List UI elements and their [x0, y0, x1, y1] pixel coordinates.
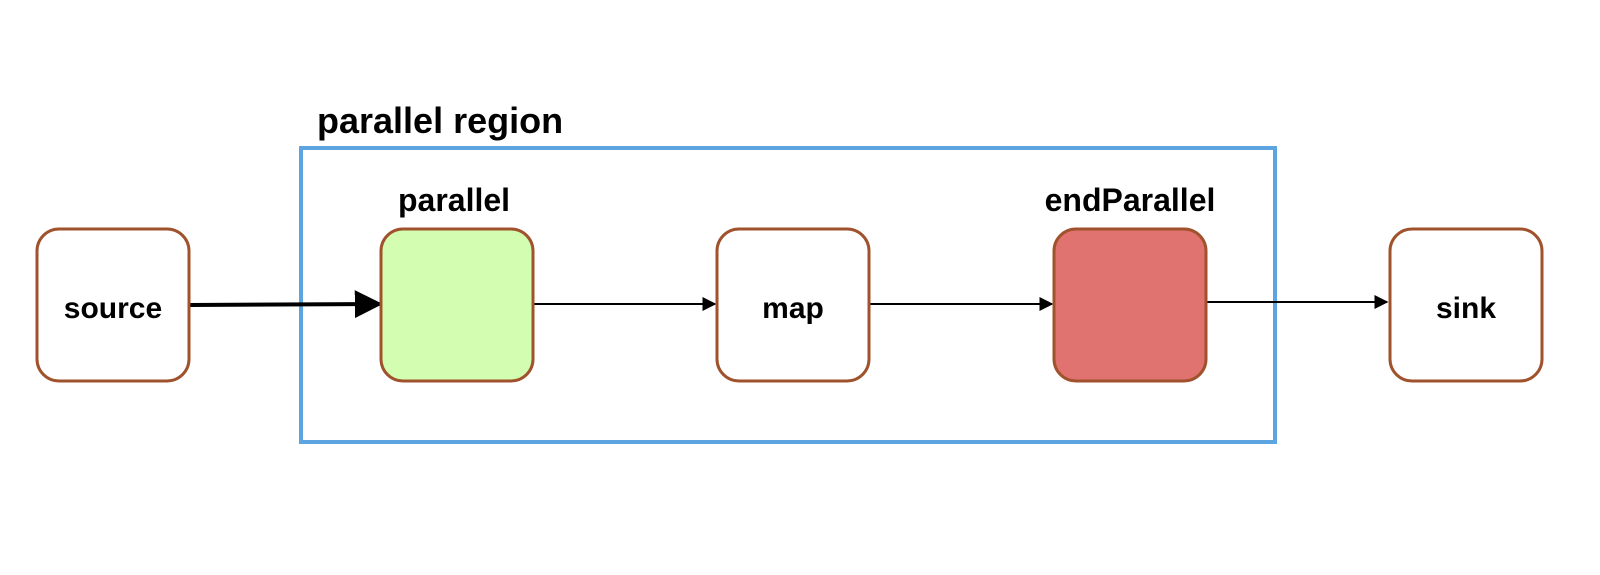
node-source[interactable]: source	[35, 227, 191, 383]
node-end-parallel[interactable]	[1052, 227, 1208, 383]
node-parallel[interactable]	[379, 227, 535, 383]
node-sink-label: sink	[1436, 292, 1496, 325]
node-sink[interactable]: sink	[1388, 227, 1544, 383]
node-map[interactable]: map	[715, 227, 871, 383]
node-map-label: map	[762, 292, 824, 325]
node-source-label: source	[64, 292, 162, 325]
edge-source-to-parallel	[189, 290, 383, 319]
node-parallel-caption: parallel	[398, 182, 510, 218]
node-end-parallel-caption: endParallel	[1045, 182, 1216, 218]
parallel-region-box	[299, 146, 1277, 444]
parallel-region-label: parallel region	[317, 100, 563, 141]
